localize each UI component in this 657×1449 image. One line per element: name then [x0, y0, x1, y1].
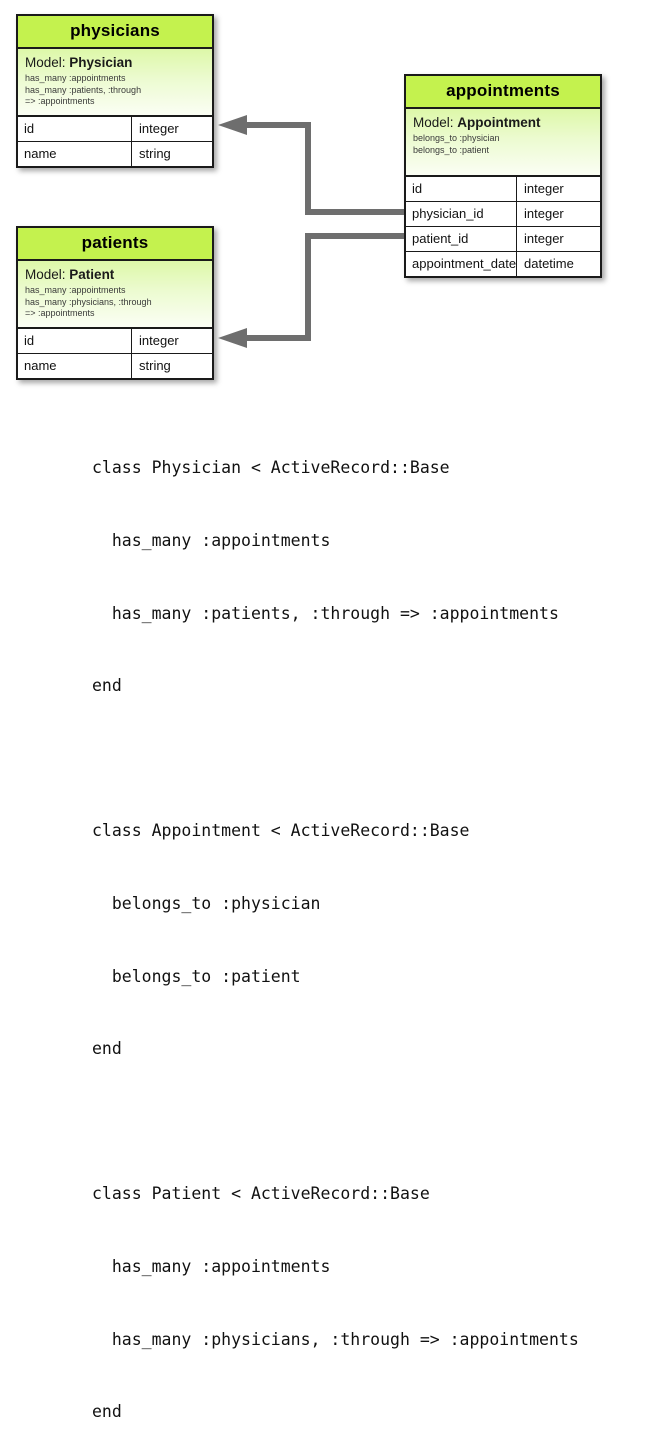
er-table-appointments: appointments Model: Appointment belongs_… — [404, 74, 602, 278]
er-model-label: Model: — [413, 115, 454, 130]
code-line: class Physician < ActiveRecord::Base — [92, 458, 450, 478]
er-column-row: physician_id integer — [406, 200, 600, 226]
code-line: belongs_to :physician — [92, 894, 321, 914]
er-model-name-patients: Model: Patient — [25, 267, 205, 282]
er-column-name: patient_id — [406, 226, 517, 251]
er-column-name: name — [18, 353, 132, 378]
er-column-row: name string — [18, 352, 212, 378]
er-column-name: name — [18, 141, 132, 166]
er-column-type: integer — [139, 333, 179, 348]
er-table-patients: patients Model: Patient has_many :appoin… — [16, 226, 214, 380]
er-association-line: has_many :patients, :through — [25, 84, 142, 95]
code-line: has_many :patients, :through => :appoint… — [92, 603, 559, 623]
er-column-type: integer — [524, 231, 564, 246]
code-line: class Patient < ActiveRecord::Base — [92, 1184, 430, 1204]
relation-line — [244, 233, 404, 341]
code-line: has_many :appointments — [92, 1257, 331, 1277]
er-column-row: patient_id integer — [406, 225, 600, 251]
er-model-name-appointments: Model: Appointment — [413, 115, 593, 130]
er-association-line: belongs_to :physician — [413, 133, 500, 143]
er-column-name: id — [406, 176, 517, 201]
er-model-class-name: Patient — [69, 267, 115, 282]
er-model-name-physicians: Model: Physician — [25, 55, 205, 70]
er-model-section-physicians: Model: Physician has_many :appointments … — [18, 49, 212, 117]
er-table-physicians: physicians Model: Physician has_many :ap… — [16, 14, 214, 168]
code-line: has_many :appointments — [92, 531, 331, 551]
relation-line — [244, 122, 404, 215]
er-column-name: physician_id — [406, 201, 517, 226]
er-column-type: string — [139, 146, 171, 161]
er-column-type: integer — [524, 206, 564, 221]
relation-physician-id-to-physicians-id — [218, 115, 404, 215]
er-table-title-patients: patients — [18, 228, 212, 261]
er-model-section-appointments: Model: Appointment belongs_to :physician… — [406, 109, 600, 177]
er-model-label: Model: — [25, 55, 66, 70]
er-column-type: integer — [139, 121, 179, 136]
code-line: end — [92, 1402, 122, 1422]
er-association-line: belongs_to :patient — [413, 144, 490, 155]
code-line: belongs_to :patient — [92, 966, 301, 986]
code-line: has_many :physicians, :through => :appoi… — [92, 1329, 579, 1349]
er-column-type: string — [139, 358, 171, 373]
er-column-name: id — [18, 328, 132, 353]
er-model-class-name: Appointment — [457, 115, 541, 130]
code-line: end — [92, 676, 122, 696]
code-line-blank — [92, 747, 579, 771]
er-association-line: => :appointments — [25, 96, 95, 106]
code-line: end — [92, 1039, 122, 1059]
relation-patient-id-to-patients-id — [218, 233, 404, 348]
er-association-line: has_many :appointments — [25, 285, 126, 295]
er-column-type: integer — [524, 181, 564, 196]
er-table-title-physicians: physicians — [18, 16, 212, 49]
er-table-title-appointments: appointments — [406, 76, 600, 109]
er-association-line: has_many :physicians, :through — [25, 296, 152, 307]
er-model-section-patients: Model: Patient has_many :appointments ha… — [18, 261, 212, 329]
er-column-name: appointment_date — [406, 251, 517, 276]
er-association-line: => :appointments — [25, 308, 95, 318]
er-columns-physicians: id integer name string — [18, 116, 212, 166]
er-column-row: id integer — [18, 328, 212, 353]
er-column-name: id — [18, 116, 132, 141]
er-column-row: appointment_date datetime — [406, 250, 600, 276]
code-line-blank — [92, 1110, 579, 1134]
arrowhead-icon — [218, 328, 247, 348]
arrowhead-icon — [218, 115, 247, 135]
code-line: class Appointment < ActiveRecord::Base — [92, 821, 470, 841]
er-columns-appointments: id integer physician_id integer patient_… — [406, 176, 600, 276]
er-model-label: Model: — [25, 267, 66, 282]
er-column-type: datetime — [524, 256, 574, 271]
er-column-row: name string — [18, 140, 212, 166]
ruby-code-block: class Physician < ActiveRecord::Base has… — [92, 408, 579, 1449]
er-columns-patients: id integer name string — [18, 328, 212, 378]
er-column-row: id integer — [18, 116, 212, 141]
er-association-line: has_many :appointments — [25, 73, 126, 83]
er-model-class-name: Physician — [69, 55, 133, 70]
er-column-row: id integer — [406, 176, 600, 201]
